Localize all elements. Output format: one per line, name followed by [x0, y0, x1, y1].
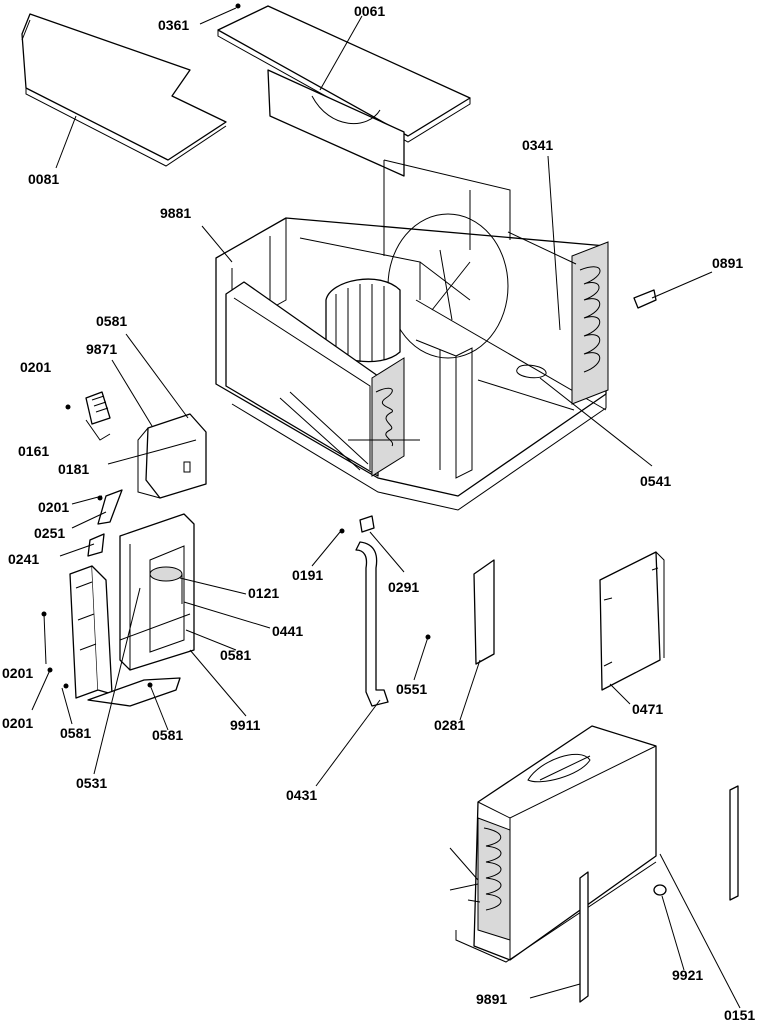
panel-0281 — [425, 559, 495, 665]
label-0581-c: 0581 — [60, 725, 91, 741]
label-0151: 0151 — [724, 1007, 755, 1023]
label-0471: 0471 — [632, 701, 663, 717]
label-0441: 0441 — [272, 623, 303, 639]
terminal-board-0161 — [65, 391, 111, 425]
label-0581-b: 0581 — [220, 647, 251, 663]
label-0581-a: 0581 — [96, 313, 127, 329]
label-0201-a: 0201 — [20, 359, 51, 375]
plate-0891 — [633, 289, 657, 309]
strip-9891 — [579, 871, 589, 1003]
strip-right — [729, 785, 739, 901]
control-panel-0531 — [41, 565, 113, 699]
label-0551: 0551 — [396, 681, 427, 697]
cover-panel-0081 — [21, 13, 227, 167]
side-cover-0471 — [599, 551, 665, 691]
label-0341: 0341 — [522, 137, 553, 153]
condenser-unit — [449, 725, 657, 963]
label-0061: 0061 — [354, 3, 385, 19]
label-0201-d: 0201 — [2, 715, 33, 731]
label-0581-d: 0581 — [152, 727, 183, 743]
label-0161: 0161 — [18, 443, 49, 459]
label-9921: 9921 — [672, 967, 703, 983]
label-9911: 9911 — [230, 717, 261, 733]
label-0891: 0891 — [712, 255, 743, 271]
main-chassis — [215, 159, 609, 511]
drain-tube-0431 — [339, 515, 389, 707]
label-0531: 0531 — [76, 775, 107, 791]
label-0181: 0181 — [58, 461, 89, 477]
small-parts-0251-0241 — [87, 489, 123, 557]
part-labels: 0361 0061 0081 0341 9881 0891 0581 9871 … — [2, 3, 755, 1023]
control-bracket-0181 — [137, 413, 207, 499]
label-9881: 9881 — [160, 205, 191, 221]
label-0361: 0361 — [158, 17, 189, 33]
screw-9921 — [653, 884, 667, 896]
label-0121: 0121 — [248, 585, 279, 601]
control-box-9911 — [119, 513, 195, 671]
label-0081: 0081 — [28, 171, 59, 187]
label-0291: 0291 — [388, 579, 419, 595]
label-0201-b: 0201 — [38, 499, 69, 515]
label-0241: 0241 — [8, 551, 39, 567]
label-0201-c: 0201 — [2, 665, 33, 681]
label-0191: 0191 — [292, 567, 323, 583]
label-0281: 0281 — [434, 717, 465, 733]
label-9871: 9871 — [86, 341, 117, 357]
top-plate-0061 — [217, 3, 471, 177]
label-0431: 0431 — [286, 787, 317, 803]
leader-lines — [31, 7, 741, 1009]
label-0541: 0541 — [640, 473, 671, 489]
label-9891: 9891 — [476, 991, 507, 1007]
label-0251: 0251 — [34, 525, 65, 541]
